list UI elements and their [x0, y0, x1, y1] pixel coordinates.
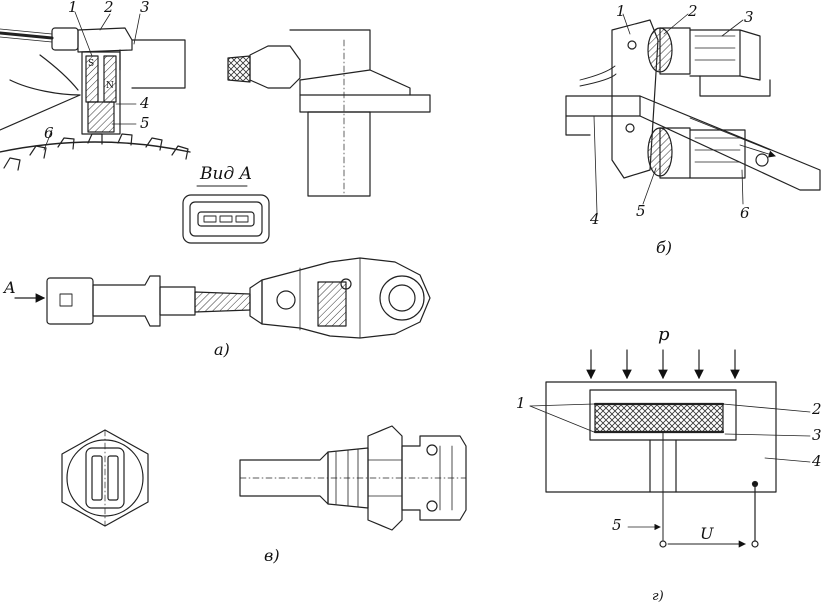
callout-g-5: 5 — [612, 516, 622, 534]
callout-b-3: 3 — [744, 8, 754, 26]
pressure-label: p — [658, 324, 670, 345]
panel-v-caption: в) — [264, 546, 280, 565]
callout-g-3: 3 — [812, 426, 822, 444]
magnet-s-label: S — [88, 59, 95, 69]
view-a-label: Вид A — [200, 164, 252, 184]
panel-g-caption: г) — [652, 589, 664, 604]
callout-a-3: 3 — [140, 0, 150, 16]
panel-a-caption: а) — [214, 340, 230, 359]
voltage-label: U — [700, 524, 714, 543]
callout-b-5: 5 — [636, 202, 646, 220]
magnet-n-label: N — [106, 81, 114, 91]
arrow-a-label: A — [4, 278, 16, 297]
panel-v-drawing — [61, 425, 467, 531]
callout-a-1: 1 — [68, 0, 78, 16]
callout-a-4: 4 — [140, 94, 150, 112]
panel-b-drawing — [565, 13, 821, 214]
panel-a-drawing — [0, 11, 431, 339]
callout-b-1: 1 — [616, 2, 626, 20]
callout-g-1: 1 — [516, 394, 526, 412]
callout-g-4: 4 — [812, 452, 822, 470]
panel-g-drawing — [529, 349, 811, 548]
callout-b-6: 6 — [740, 204, 750, 222]
callout-b-2: 2 — [688, 2, 698, 20]
callout-a-2: 2 — [104, 0, 114, 16]
callout-a-6: 6 — [44, 124, 54, 142]
callout-a-5: 5 — [140, 114, 150, 132]
panel-b-caption: б) — [656, 238, 673, 257]
callout-g-2: 2 — [812, 400, 822, 418]
callout-b-4: 4 — [590, 210, 600, 228]
